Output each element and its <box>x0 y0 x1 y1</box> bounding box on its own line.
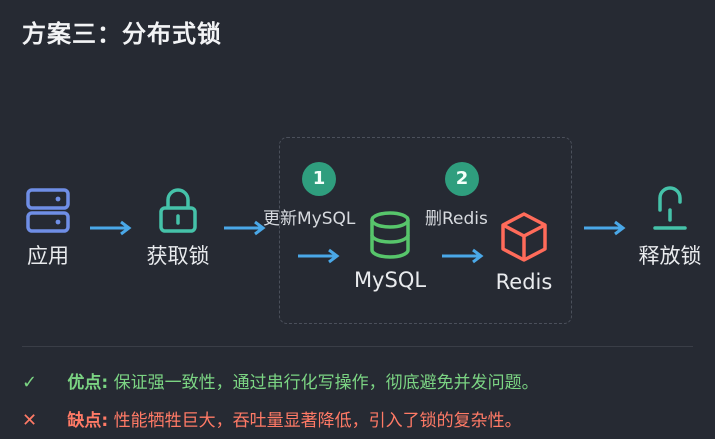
cross-icon: ✕ <box>22 410 38 431</box>
divider <box>22 346 693 347</box>
cons-line: ✕ 缺点: 性能牺牲巨大，吞吐量显著降低，引入了锁的复杂性。 <box>22 406 522 431</box>
server-icon <box>26 188 70 233</box>
step-1-text: 更新MySQL <box>263 209 356 229</box>
step-2-badge: 2 <box>445 162 479 196</box>
node-release-lock: 释放锁 <box>620 186 715 270</box>
node-acquire-lock: 获取锁 <box>128 186 228 270</box>
node-acquire-lock-label: 获取锁 <box>146 244 210 268</box>
pros-line: ✓ 优点: 保证强一致性，通过串行化写操作，彻底避免并发问题。 <box>22 368 539 393</box>
node-app-label: 应用 <box>27 244 69 268</box>
page-title: 方案三：分布式锁 <box>22 20 222 48</box>
unlock-icon <box>653 186 687 230</box>
lock-icon <box>159 188 197 233</box>
arrow-right-icon <box>584 220 626 236</box>
node-redis: Redis <box>474 210 574 294</box>
node-mysql: MySQL <box>340 210 440 292</box>
arrow-right-icon <box>224 220 266 236</box>
step-2-text: 删Redis <box>425 209 488 229</box>
cube-icon <box>501 212 547 262</box>
arrow-right-icon <box>90 220 132 236</box>
pros-heading: 优点: <box>67 373 109 393</box>
arrow-right-icon <box>298 248 340 264</box>
node-app: 应用 <box>0 188 98 270</box>
transaction-group-box <box>279 137 572 324</box>
arrow-right-icon <box>442 248 484 264</box>
node-mysql-label: MySQL <box>353 268 427 292</box>
pros-text: 保证强一致性，通过串行化写操作，彻底避免并发问题。 <box>113 373 539 393</box>
cons-heading: 缺点: <box>67 411 109 431</box>
step-1-badge: 1 <box>302 162 336 196</box>
cons-text: 性能牺牲巨大，吞吐量显著降低，引入了锁的复杂性。 <box>113 411 522 431</box>
node-redis-label: Redis <box>495 270 553 294</box>
database-icon <box>370 211 410 259</box>
node-release-lock-label: 释放锁 <box>638 244 702 268</box>
check-icon: ✓ <box>22 372 38 393</box>
